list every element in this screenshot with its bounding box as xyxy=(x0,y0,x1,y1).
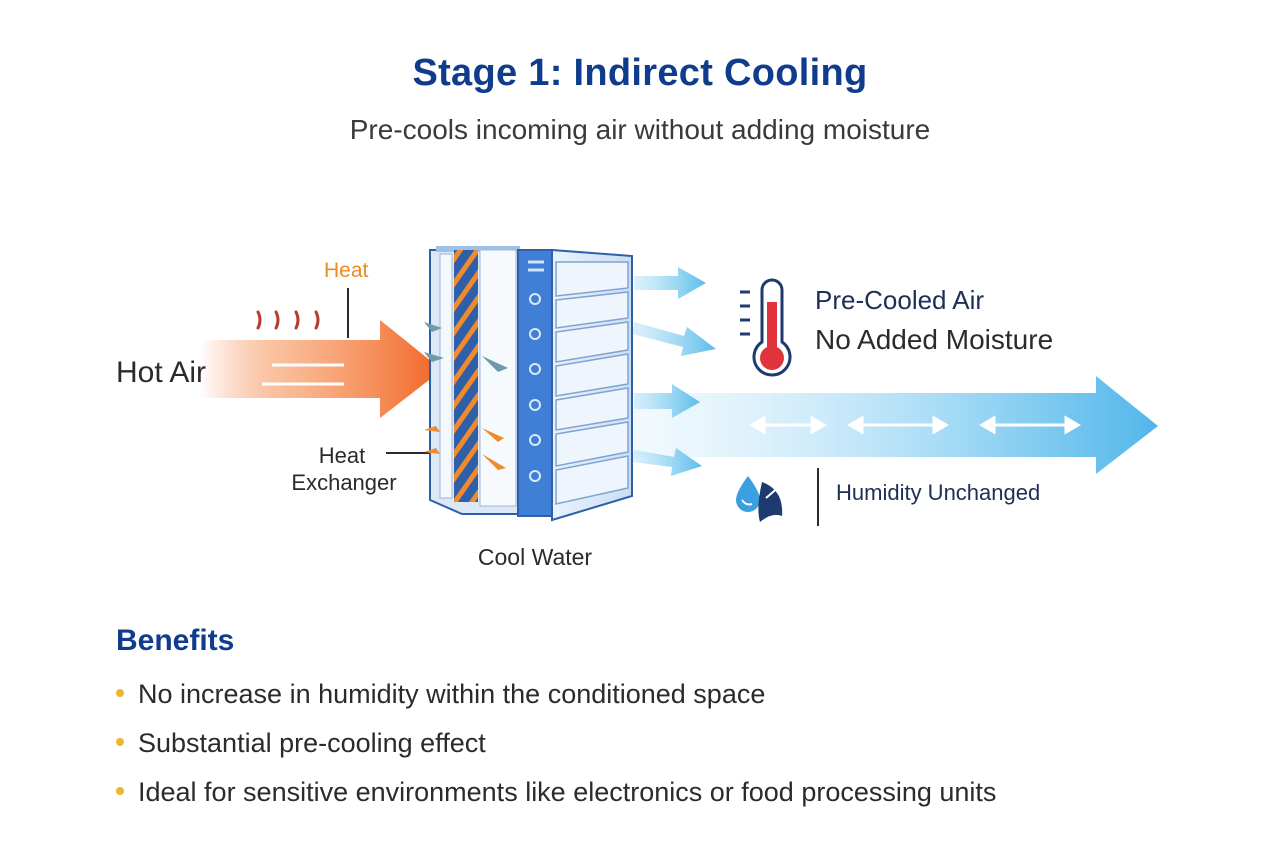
water-drop-icon xyxy=(736,476,783,522)
page-title: Stage 1: Indirect Cooling xyxy=(412,52,868,94)
pre-cooled-air-label: Pre-Cooled Air xyxy=(815,285,984,315)
hot-air-streaks xyxy=(262,363,344,386)
benefit-item: Ideal for sensitive environments like el… xyxy=(116,770,996,819)
heat-exchanger-label-line2: Exchanger xyxy=(291,470,396,495)
bullet-icon xyxy=(116,786,124,795)
bullet-icon xyxy=(116,688,124,697)
heat-exchanger-label-line1: Heat xyxy=(319,443,365,468)
heat-waves-icon xyxy=(256,310,320,330)
benefit-text: Substantial pre-cooling effect xyxy=(138,728,486,758)
benefits-heading: Benefits xyxy=(116,624,235,657)
bullet-icon xyxy=(116,737,124,746)
indirect-cooling-diagram: Hot Air Heat Heat Exchanger Cool Water P… xyxy=(116,246,1158,570)
no-added-moisture-label: No Added Moisture xyxy=(815,324,1053,355)
benefit-text: No increase in humidity within the condi… xyxy=(138,679,766,709)
heat-exchanger-unit xyxy=(424,246,633,522)
humidity-unchanged-label: Humidity Unchanged xyxy=(836,480,1040,505)
hot-air-arrow xyxy=(200,320,442,418)
page-subtitle: Pre-cools incoming air without adding mo… xyxy=(349,114,931,145)
benefit-item: No increase in humidity within the condi… xyxy=(116,672,996,721)
cool-water-label: Cool Water xyxy=(478,544,593,570)
benefit-item: Substantial pre-cooling effect xyxy=(116,721,996,770)
benefits-list: No increase in humidity within the condi… xyxy=(116,672,996,819)
outflow-arrows xyxy=(632,267,716,476)
thermometer-icon xyxy=(740,278,792,377)
heat-label: Heat xyxy=(324,259,369,282)
benefit-text: Ideal for sensitive environments like el… xyxy=(138,777,997,807)
hot-air-label: Hot Air xyxy=(116,356,206,389)
airflow-double-arrows xyxy=(749,415,1081,435)
